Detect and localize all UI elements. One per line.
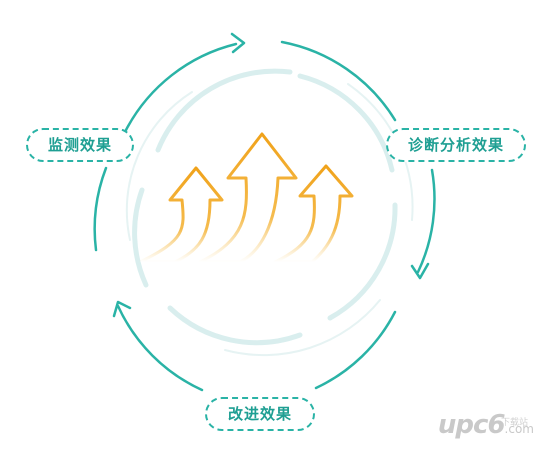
inner-arc-8 <box>224 299 381 357</box>
cycle-arc-right <box>416 168 436 274</box>
outer-cycle <box>93 40 436 392</box>
stage-monitor-label: 监测效果 <box>26 128 134 162</box>
inner-arc-4 <box>167 305 303 346</box>
watermark-logo-text: upc6 <box>437 410 506 440</box>
growth-arrows <box>138 132 354 264</box>
inner-arc-1 <box>155 68 293 153</box>
cycle-arc-bottom-right <box>314 310 397 390</box>
cycle-arc-top-right <box>280 40 397 122</box>
watermark-logo: upc6.com <box>438 410 534 440</box>
inner-arc-5 <box>132 187 149 288</box>
growth-arrow-right <box>273 164 354 264</box>
cycle-arc-left <box>93 166 108 252</box>
inner-arc-2 <box>297 73 395 173</box>
watermark-site-name: 下载站 <box>500 418 528 428</box>
inner-arc-3 <box>327 202 398 321</box>
cycle-arc-top-left <box>124 42 238 132</box>
growth-arrow-center <box>198 132 298 264</box>
cycle-arc-bottom-left <box>116 304 204 392</box>
arrowhead-right <box>410 262 430 280</box>
growth-arrow-left <box>138 166 224 264</box>
inner-arc-6 <box>125 91 193 241</box>
watermark-domain: .com <box>504 422 534 436</box>
inner-rings <box>125 68 414 357</box>
stage-improve-label: 改进效果 <box>205 397 315 431</box>
cycle-arrowheads <box>112 32 430 318</box>
stage-diagnose-label: 诊断分析效果 <box>386 128 526 162</box>
arrowhead-left <box>112 300 132 318</box>
arrowhead-top <box>230 32 246 54</box>
